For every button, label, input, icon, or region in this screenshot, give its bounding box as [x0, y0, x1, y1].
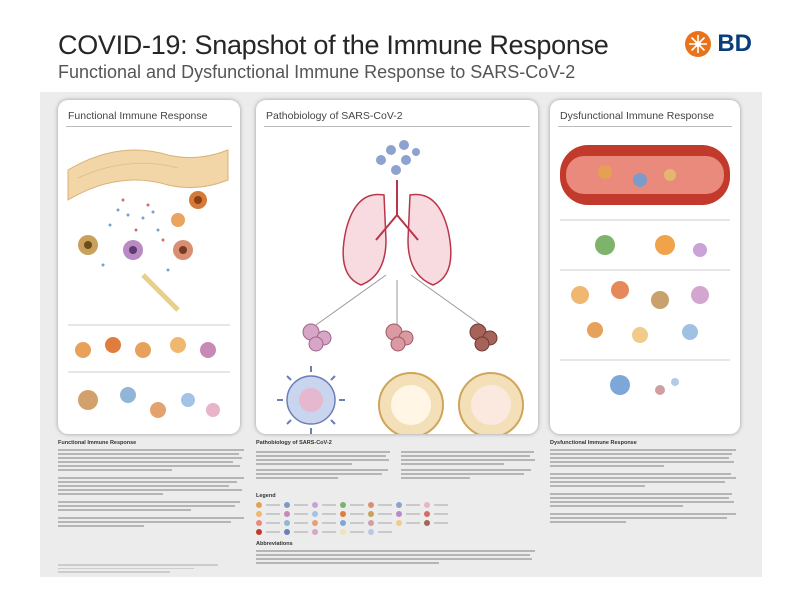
functional-illustration	[67, 149, 230, 418]
abbreviations-label: Abbreviations	[256, 541, 293, 547]
functional-text-heading: Functional Immune Response	[58, 440, 137, 446]
panel-divider	[558, 126, 732, 127]
panel-divider	[264, 126, 530, 127]
bd-logo-text: BD	[717, 30, 752, 57]
panel-title-pathobiology: Pathobiology of SARS-CoV-2	[266, 110, 403, 122]
panel-title-functional: Functional Immune Response	[68, 110, 208, 122]
blood-vessel-icon	[560, 145, 730, 205]
virus-particle-icon	[277, 366, 345, 434]
dysfunctional-immune-panel: Dysfunctional Immune Response	[550, 100, 740, 434]
panel-divider	[66, 126, 232, 127]
dysfunctional-text-heading: Dysfunctional Immune Response	[550, 440, 637, 446]
footer-fine-print	[58, 562, 218, 575]
pathobiology-text-column: Pathobiology of SARS-CoV-2 Legend Abbrev…	[256, 440, 538, 566]
bd-logo: BD	[685, 30, 752, 58]
legend-label: Legend	[256, 493, 276, 499]
page-title: COVID-19: Snapshot of the Immune Respons…	[58, 30, 609, 60]
dysfunctional-illustration	[560, 145, 730, 395]
dysfunctional-text-column: Dysfunctional Immune Response	[550, 440, 740, 525]
pathobiology-text-heading: Pathobiology of SARS-CoV-2	[256, 440, 332, 446]
immune-cell-icon	[78, 191, 207, 260]
abbreviations: Abbreviations	[256, 541, 538, 564]
panel-title-dysfunctional: Dysfunctional Immune Response	[560, 110, 715, 122]
legend: Legend	[256, 493, 538, 535]
lung-illustration-icon	[277, 140, 524, 434]
functional-text-column: Functional Immune Response	[58, 440, 248, 529]
functional-immune-panel: Functional Immune Response	[58, 100, 240, 434]
bd-logo-mark-icon	[685, 31, 712, 57]
pathobiology-panel: Pathobiology of SARS-CoV-2	[256, 100, 538, 434]
page-subtitle: Functional and Dysfunctional Immune Resp…	[58, 62, 576, 82]
